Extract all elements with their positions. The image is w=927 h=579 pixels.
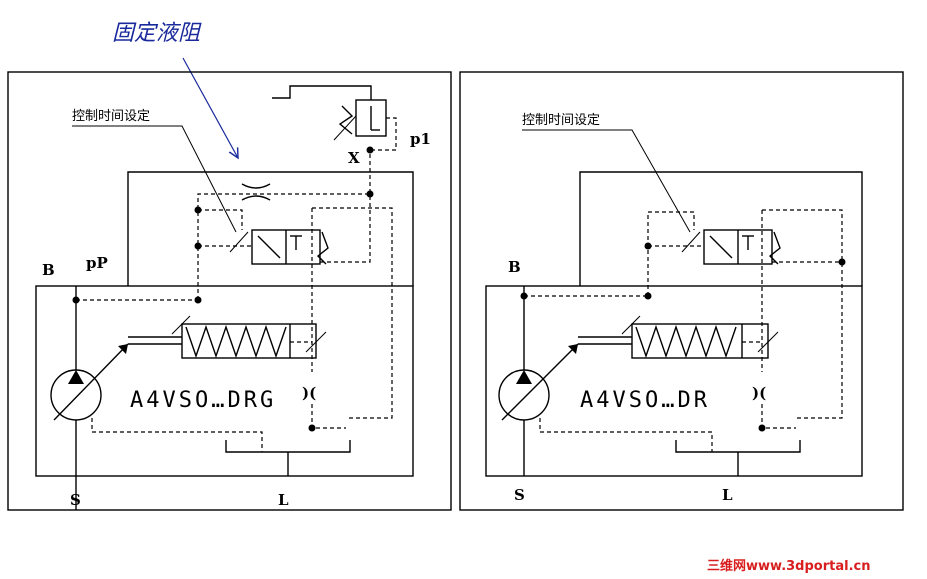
right-panel: B S L 控制时间设定 A4VSO…DR )( bbox=[459, 71, 904, 511]
left-port-pp: pP bbox=[86, 254, 108, 272]
right-control-cylinder bbox=[631, 323, 769, 359]
fixed-orifice-label: 固定液阻 bbox=[112, 21, 202, 46]
left-port-x: X bbox=[348, 149, 360, 167]
left-panel-frame bbox=[7, 71, 452, 511]
left-control-cylinder bbox=[181, 323, 317, 359]
left-pump-housing bbox=[35, 285, 414, 477]
left-port-b: B bbox=[42, 261, 55, 279]
left-pressure-p1: p1 bbox=[410, 130, 431, 148]
right-control-leader bbox=[522, 129, 691, 233]
right-panel-frame bbox=[459, 71, 904, 511]
right-orifice: )( bbox=[752, 384, 766, 402]
right-port-l: L bbox=[722, 486, 733, 504]
left-control-time-label: 控制时间设定 bbox=[72, 109, 150, 124]
left-port-l: L bbox=[278, 491, 289, 509]
right-pump-housing bbox=[485, 285, 863, 477]
right-port-s: S bbox=[514, 486, 525, 504]
right-model-label: A4VSO…DR bbox=[580, 388, 710, 413]
left-control-housing bbox=[127, 171, 414, 286]
left-panel: B pP X p1 S L 控制时间设定 A4VSO…DRG ) bbox=[7, 71, 452, 511]
right-control-housing bbox=[579, 171, 863, 286]
left-model-label: A4VSO…DRG bbox=[130, 388, 276, 413]
right-port-b: B bbox=[508, 258, 521, 276]
left-control-leader bbox=[72, 125, 237, 233]
fixed-orifice-arrow bbox=[182, 57, 238, 158]
right-control-time-label: 控制时间设定 bbox=[522, 113, 600, 128]
left-orifice: )( bbox=[302, 384, 316, 402]
watermark-text: 三维网www.3dportal.cn bbox=[707, 558, 870, 574]
